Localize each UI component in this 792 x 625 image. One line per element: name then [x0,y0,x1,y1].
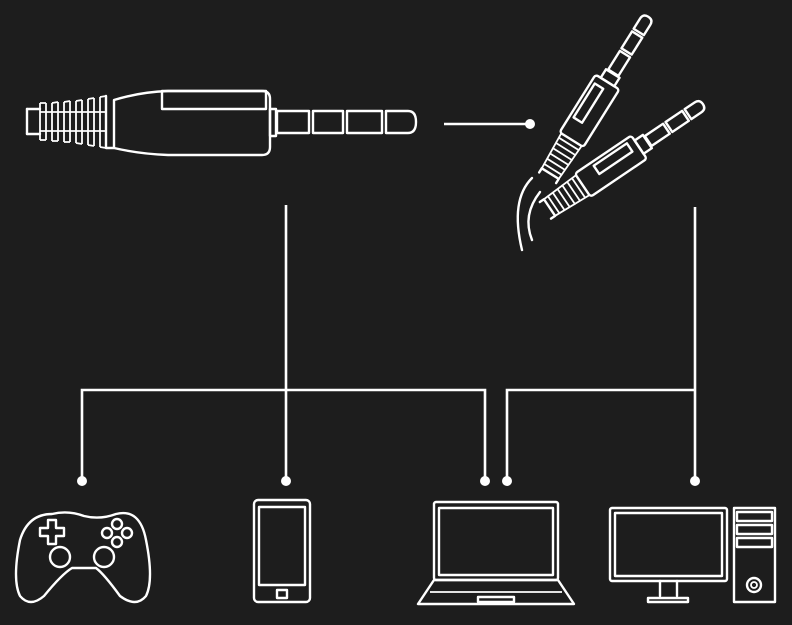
dual-trs-splitter-icon [516,14,706,252]
connection-lines [77,119,700,486]
smartphone-icon [252,498,312,604]
strain-relief-ribs [39,95,107,149]
link-splitter-laptop [505,388,695,480]
laptop-icon [416,500,576,606]
link-plug-laptop [286,388,487,480]
gamepad-icon [14,511,152,604]
desktop-pc-icon [608,506,777,604]
trrs-plug-icon [25,89,418,157]
link-plug-controller [80,388,286,480]
